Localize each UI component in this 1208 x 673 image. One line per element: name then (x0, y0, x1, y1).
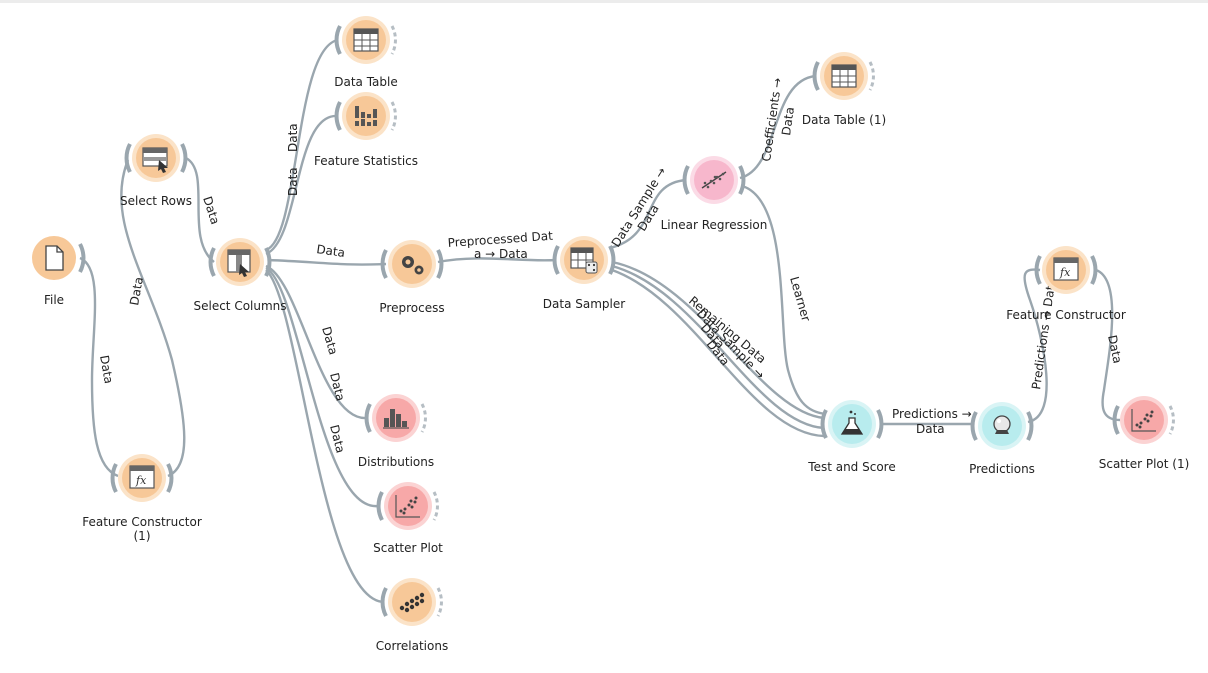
label-data-table-1: Data Table (1) (802, 113, 886, 127)
label-distributions: Distributions (358, 455, 434, 469)
canvas-top-border (0, 0, 1208, 3)
node-file[interactable]: File (32, 236, 86, 307)
node-linear-regression[interactable]: Linear Regression (661, 156, 768, 232)
label-linear-regression: Linear Regression (661, 218, 768, 232)
label-data-sampler: Data Sampler (543, 297, 625, 311)
link-label-selectcols-featstats: Data (286, 167, 300, 196)
link-fc-scatter1[interactable] (1095, 268, 1121, 422)
label-feature-constructor-1-suffix: (1) (134, 529, 151, 543)
label-file: File (44, 293, 64, 307)
bar-stats-icon (355, 106, 377, 126)
table-grid-icon (353, 28, 379, 52)
link-label-sampler-linreg-1: Data Sample → (609, 165, 669, 250)
link-sampler-testscore-2[interactable] (611, 264, 825, 430)
label-feature-statistics: Feature Statistics (314, 154, 418, 168)
flask-icon (840, 410, 864, 435)
link-label-selectcols-correlations: Data (327, 423, 348, 454)
file-icon (45, 245, 64, 271)
link-label-selectcols-distributions: Data (319, 325, 340, 356)
links (79, 38, 1121, 604)
regression-line-icon (701, 171, 727, 189)
label-select-columns: Select Columns (193, 299, 286, 313)
label-predictions: Predictions (969, 462, 1035, 476)
link-file-fc1[interactable] (79, 256, 119, 478)
link-sampler-testscore-3[interactable] (611, 268, 825, 438)
link-selectcols-distributions[interactable] (265, 264, 367, 420)
fx-table-icon: fx (1053, 257, 1079, 281)
link-sampler-linreg[interactable] (609, 178, 687, 250)
link-label-selectrows-selectcols: Data (200, 195, 222, 227)
link-label-predictions-fc: Predictions → Data (1029, 277, 1058, 390)
link-label-selectcols-preprocess: Data (316, 242, 346, 260)
node-data-sampler[interactable]: Data Sampler (543, 236, 625, 311)
crystal-ball-icon (993, 415, 1011, 434)
link-label-preprocess-sampler-2: a → Data (474, 247, 528, 261)
link-sampler-testscore-1[interactable] (611, 260, 825, 420)
link-label-linreg-datatable1-2: Data (779, 106, 797, 136)
link-label-selectcols-datatable: Data (286, 123, 300, 152)
fx-table-icon: fx (129, 465, 155, 489)
label-scatter-plot: Scatter Plot (373, 541, 443, 555)
link-label-linreg-testscore: Learner (787, 275, 813, 323)
link-selectrows-selectcols[interactable] (185, 156, 215, 263)
label-correlations: Correlations (376, 639, 448, 653)
node-select-columns[interactable]: Select Columns (193, 238, 287, 313)
link-linreg-testscore[interactable] (741, 184, 827, 416)
scatter-icon (395, 495, 420, 518)
label-test-and-score: Test and Score (807, 460, 895, 474)
node-correlations[interactable]: Correlations (376, 578, 448, 653)
link-selectcols-datatable[interactable] (265, 38, 339, 252)
table-dice-icon (570, 247, 598, 274)
link-selectcols-scatter[interactable] (265, 266, 379, 508)
gears-icon (402, 256, 424, 275)
node-feature-statistics[interactable]: Feature Statistics (314, 92, 418, 168)
link-label-fc1-selectrows: Data (127, 276, 146, 307)
node-feature-constructor-1[interactable]: fx Feature Constructor (1) (82, 454, 202, 543)
scatter-icon (1131, 409, 1156, 432)
link-selectcols-preprocess[interactable] (267, 258, 387, 266)
histogram-icon (383, 409, 409, 429)
label-scatter-plot-1: Scatter Plot (1) (1099, 457, 1190, 471)
node-preprocess[interactable]: Preprocess (379, 240, 445, 315)
link-label-fc-scatter1: Data (1105, 334, 1125, 365)
node-predictions[interactable]: Predictions (969, 402, 1035, 476)
label-preprocess: Preprocess (379, 301, 444, 315)
link-preprocess-sampler[interactable] (437, 257, 557, 264)
label-feature-constructor: Feature Constructor (1006, 308, 1126, 322)
link-selectcols-featstats[interactable] (265, 114, 339, 256)
svg-text:fx: fx (135, 474, 147, 487)
link-selectcols-correlations[interactable] (265, 269, 385, 604)
node-select-rows[interactable]: Select Rows (120, 134, 192, 208)
label-data-table: Data Table (334, 75, 398, 89)
label-select-rows: Select Rows (120, 194, 192, 208)
select-rows-icon (142, 147, 168, 173)
link-label-testscore-predictions-2: Data (916, 422, 945, 436)
svg-text:fx: fx (1059, 266, 1071, 279)
node-data-table-1[interactable]: Data Table (1) (802, 52, 886, 127)
link-predictions-fc[interactable] (1023, 268, 1048, 424)
correlation-dots-icon (399, 592, 425, 613)
link-label-testscore-predictions-1: Predictions → (892, 407, 972, 421)
node-data-table[interactable]: Data Table (334, 16, 398, 89)
node-scatter-plot[interactable]: Scatter Plot (373, 482, 443, 555)
node-distributions[interactable]: Distributions (358, 394, 434, 469)
link-fc1-selectrows[interactable] (120, 159, 186, 478)
node-scatter-plot-1[interactable]: Scatter Plot (1) (1099, 396, 1190, 471)
label-feature-constructor-1: Feature Constructor (82, 515, 202, 529)
node-test-and-score[interactable]: Test and Score (807, 400, 896, 474)
link-linreg-datatable1[interactable] (739, 74, 817, 180)
node-feature-constructor[interactable]: fx Feature Constructor (1006, 246, 1126, 322)
link-label-file-fc1: Data (97, 354, 116, 385)
link-label-selectcols-scatter: Data (327, 371, 348, 402)
table-grid-icon (831, 64, 857, 88)
select-columns-icon (227, 249, 251, 277)
